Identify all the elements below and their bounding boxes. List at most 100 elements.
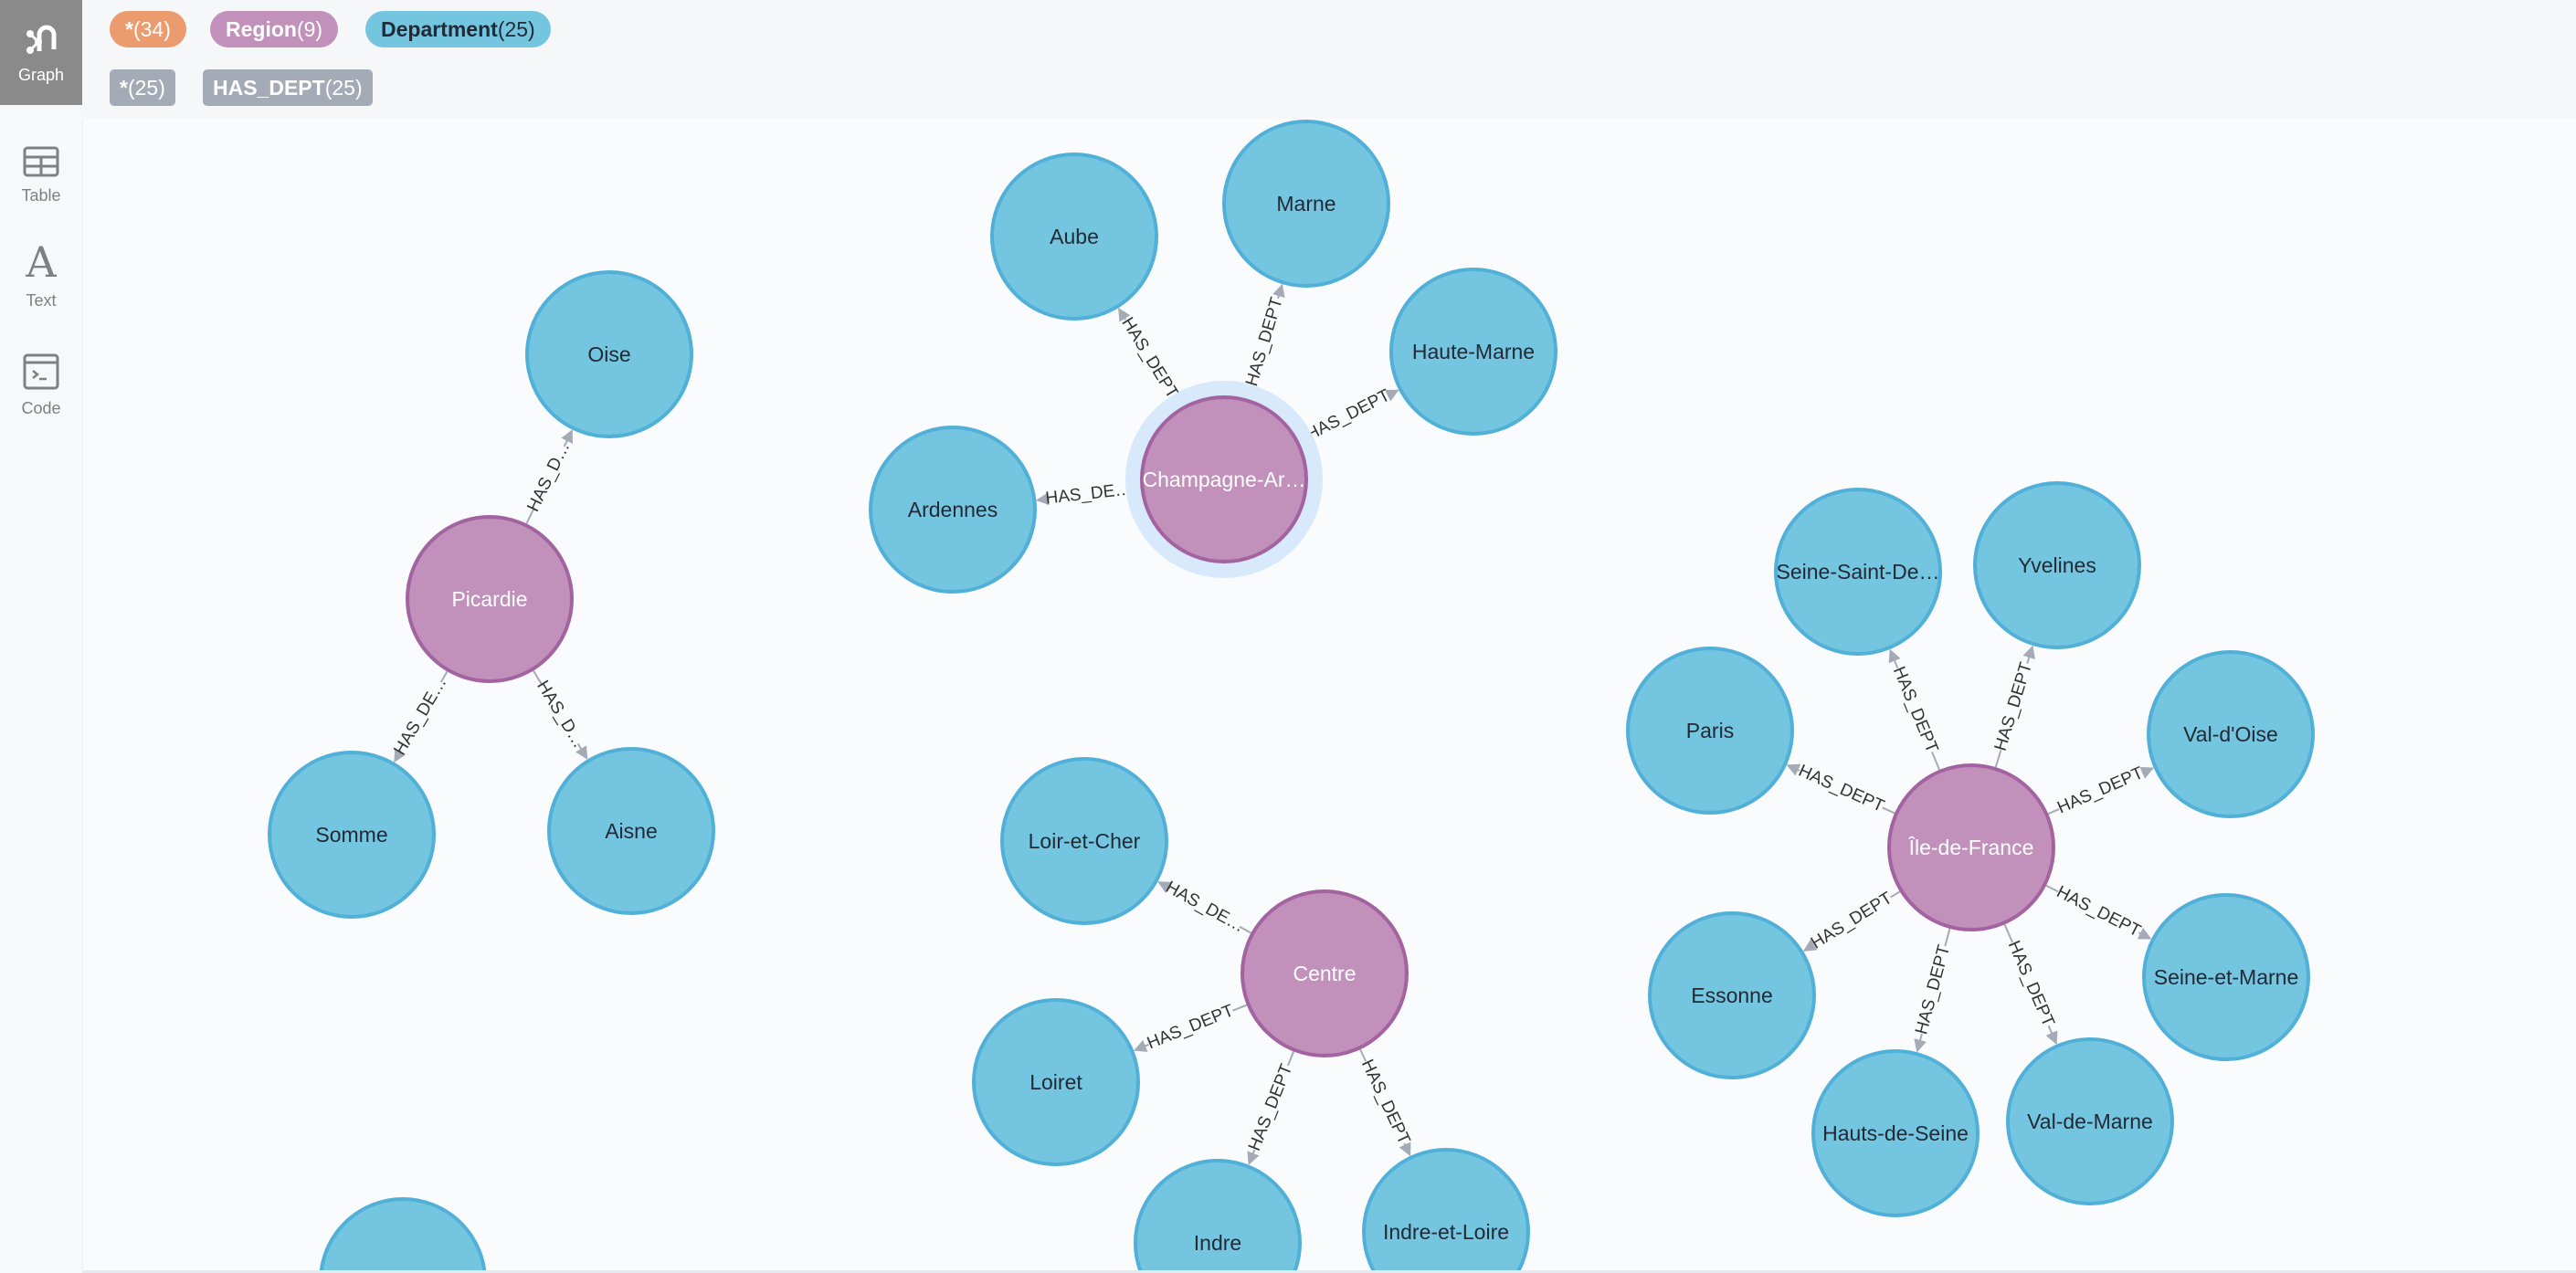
legend-rel-count: (25) xyxy=(324,76,363,100)
relationship-has-dept[interactable]: HAS_DEPT xyxy=(2047,763,2155,818)
sidebar-item-label: Text xyxy=(26,291,57,310)
relationship-has-dept[interactable]: HAS_D… xyxy=(533,670,588,760)
node-caption: Seine-Saint-De… xyxy=(1777,560,1940,584)
sidebar-item-text[interactable]: A Text xyxy=(0,224,82,329)
relationship-label: HAS_DEPT xyxy=(1357,1057,1414,1148)
legend-label-count: (34) xyxy=(132,17,171,41)
node-department[interactable]: Ardennes xyxy=(869,426,1037,594)
relationship-has-dept[interactable]: HAS_DEPT xyxy=(1133,1001,1248,1053)
node-caption: Seine-et-Marne xyxy=(2154,965,2299,989)
sidebar-item-label: Table xyxy=(21,186,61,205)
legend-node-region[interactable]: Region(9) xyxy=(210,11,339,47)
node-caption: Marne xyxy=(1276,192,1336,216)
node-department[interactable] xyxy=(319,1197,487,1271)
sidebar-item-label: Code xyxy=(21,399,61,417)
node-department[interactable]: Aube xyxy=(990,153,1158,321)
sidebar-item-table[interactable]: Table xyxy=(0,123,82,228)
relationship-has-dept[interactable]: HAS_DEPT xyxy=(1117,307,1182,409)
node-caption: Ardennes xyxy=(908,498,998,521)
legend-label-count: (25) xyxy=(497,17,535,41)
relationship-has-dept[interactable]: HAS_DE… xyxy=(1157,878,1251,936)
relationship-label: HAS_DEPT xyxy=(1991,659,2036,752)
node-department[interactable]: Seine-Saint-De… xyxy=(1774,488,1942,656)
legend-rel-has-dept[interactable]: HAS_DEPT(25) xyxy=(203,69,373,106)
legend-rel-name: HAS_DEPT xyxy=(213,76,325,100)
relationship-has-dept[interactable]: HAS_D… xyxy=(523,429,574,524)
node-department[interactable]: Hauts-de-Seine xyxy=(1811,1049,1980,1217)
code-icon xyxy=(23,353,59,390)
node-department[interactable]: Indre-et-Loire xyxy=(1362,1148,1530,1271)
node-department[interactable]: Somme xyxy=(268,751,436,919)
sidebar-item-label: Graph xyxy=(17,66,65,84)
node-caption: Somme xyxy=(315,823,387,847)
relationship-label: HAS_DEPT xyxy=(1889,664,1942,756)
legend-rel-name: * xyxy=(120,76,128,100)
legend-label-count: (9) xyxy=(296,17,323,41)
relationship-has-dept[interactable]: HAS_DEPT xyxy=(1242,283,1287,400)
legend-header: *(34) Region(9) Department(25) *(25) HAS… xyxy=(82,0,2576,119)
relationship-label: HAS_DEPT xyxy=(1303,385,1393,445)
node-caption: Yvelines xyxy=(2018,553,2096,577)
relationship-has-dept[interactable]: HAS_DEPT xyxy=(1802,889,1901,953)
node-department[interactable]: Aisne xyxy=(547,747,715,915)
legend-rel-all[interactable]: *(25) xyxy=(110,69,175,106)
relationship-label: HAS_DE… xyxy=(1045,479,1134,508)
node-region[interactable]: Picardie xyxy=(406,515,574,683)
legend-label-name: Department xyxy=(381,17,498,41)
node-caption: Indre-et-Loire xyxy=(1383,1220,1509,1244)
sidebar-item-code[interactable]: Code xyxy=(0,333,82,438)
node-department[interactable]: Essonne xyxy=(1648,911,1816,1079)
relationship-has-dept[interactable]: HAS_DEPT xyxy=(1786,762,1895,816)
node-caption: Champagne-Ar… xyxy=(1143,468,1306,491)
legend-node-all[interactable]: *(34) xyxy=(110,11,186,47)
node-department[interactable]: Haute-Marne xyxy=(1389,268,1557,436)
text-icon: A xyxy=(26,237,57,287)
legend-node-department[interactable]: Department(25) xyxy=(365,11,551,47)
node-caption: Loir-et-Cher xyxy=(1029,829,1141,853)
node-caption: Essonne xyxy=(1691,984,1773,1007)
node-caption: Île-de-France xyxy=(1908,836,2034,859)
legend-rel-count: (25) xyxy=(127,76,165,100)
node-department[interactable]: Indre xyxy=(1134,1159,1302,1271)
relationship-has-dept[interactable]: HAS_DEPT xyxy=(2045,882,2152,942)
relationship-has-dept[interactable]: HAS_DEPT xyxy=(1298,385,1399,445)
node-region[interactable]: Île-de-France xyxy=(1887,763,2055,931)
node-department[interactable]: Yvelines xyxy=(1973,481,2141,649)
relationship-has-dept[interactable]: HAS_DEPT xyxy=(1357,1048,1414,1157)
node-caption: Hauts-de-Seine xyxy=(1822,1121,1969,1145)
relationship-has-dept[interactable]: HAS_DE… xyxy=(1036,479,1141,509)
node-department[interactable]: Val-de-Marne xyxy=(2006,1037,2174,1205)
relationship-has-dept[interactable]: HAS_DE… xyxy=(390,670,450,763)
node-caption: Loiret xyxy=(1029,1070,1082,1094)
relationship-has-dept[interactable]: HAS_DEPT xyxy=(1912,928,1954,1053)
legend-label-name: * xyxy=(125,17,133,41)
relationship-label: HAS_DEPT xyxy=(2053,882,2144,941)
node-caption: Indre xyxy=(1194,1231,1241,1255)
node-caption: Aisne xyxy=(605,819,658,843)
relationship-label: HAS_DEPT xyxy=(1245,1061,1297,1153)
node-region[interactable]: Champagne-Ar… xyxy=(1125,381,1323,578)
view-sidebar: Graph Table A Text Code xyxy=(0,0,83,1273)
relationship-has-dept[interactable]: HAS_DEPT xyxy=(2003,924,2058,1045)
sidebar-item-graph[interactable]: Graph xyxy=(0,0,82,105)
node-caption: Oise xyxy=(587,342,630,366)
canvas-bottom-border xyxy=(82,1270,2576,1273)
legend-label-name: Region xyxy=(226,17,297,41)
node-department[interactable]: Loir-et-Cher xyxy=(1000,757,1168,925)
node-department[interactable]: Marne xyxy=(1222,120,1390,288)
relationship-label: HAS_DEPT xyxy=(1808,889,1896,953)
relationship-has-dept[interactable]: HAS_DEPT xyxy=(1991,645,2036,768)
relationship-has-dept[interactable]: HAS_DEPT xyxy=(1888,648,1942,771)
node-department[interactable]: Val-d'Oise xyxy=(2147,650,2315,818)
node-department[interactable]: Seine-et-Marne xyxy=(2142,893,2310,1061)
node-region[interactable]: Centre xyxy=(1240,889,1409,1057)
relationship-label: HAS_DEPT xyxy=(2054,763,2147,818)
node-department[interactable]: Oise xyxy=(525,270,693,438)
table-icon xyxy=(23,146,59,177)
relationship-label: HAS_DEPT xyxy=(1145,1001,1237,1053)
node-department[interactable]: Loiret xyxy=(972,998,1140,1166)
node-department[interactable]: Paris xyxy=(1626,647,1794,815)
relationship-has-dept[interactable]: HAS_DEPT xyxy=(1245,1051,1297,1165)
